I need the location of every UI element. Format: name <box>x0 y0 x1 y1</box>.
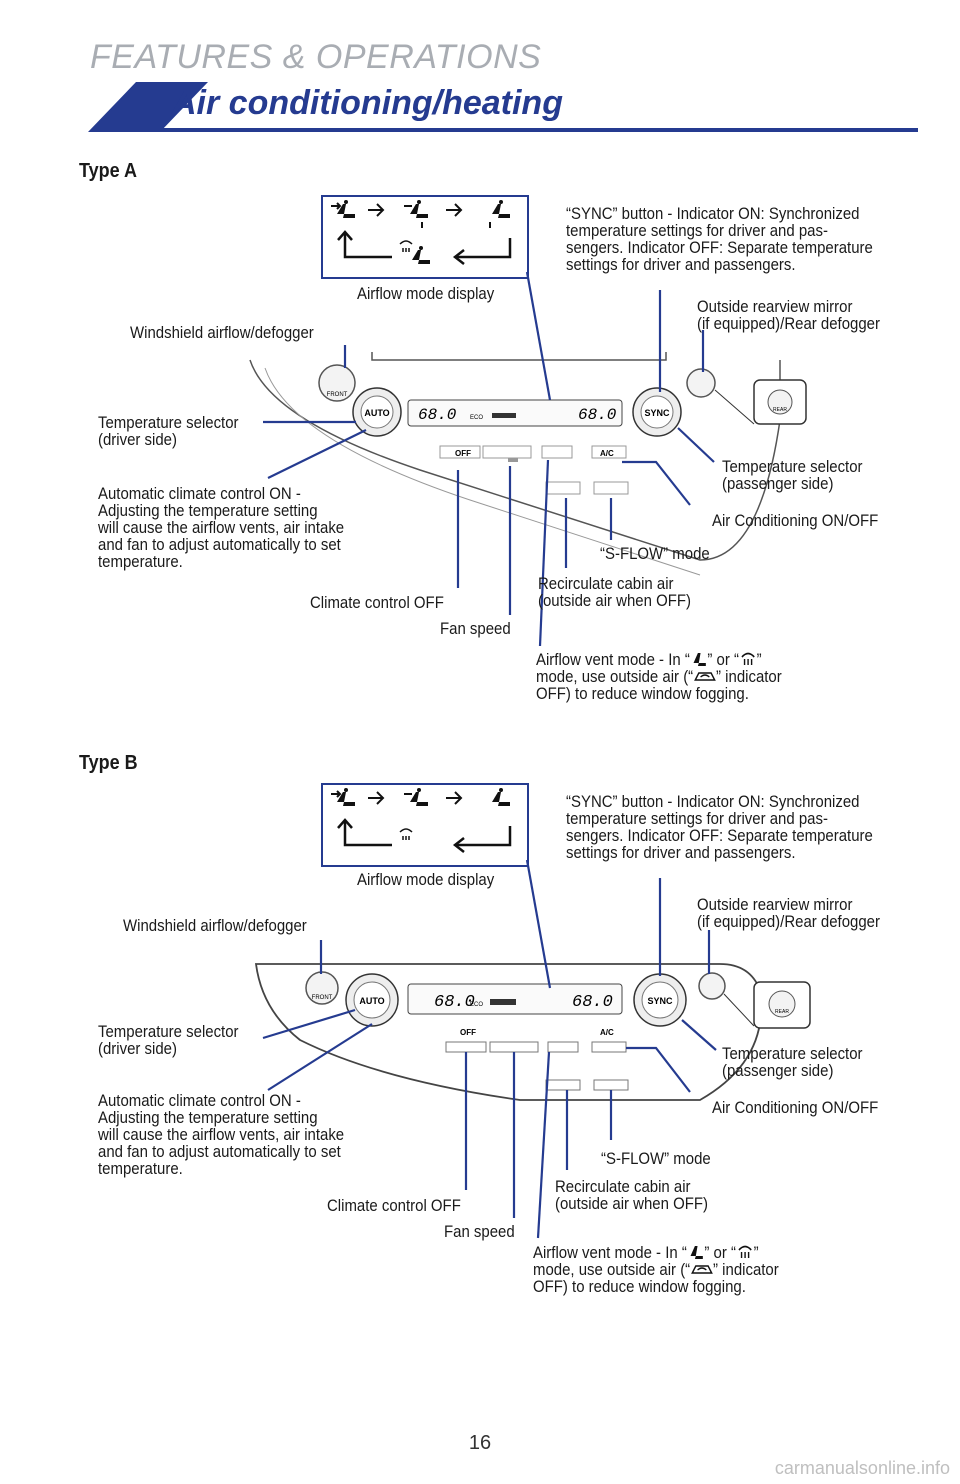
windshield-label-b: Windshield airflow/defogger <box>123 916 307 935</box>
mirror-label-b: Outside rearview mirror (if equipped)/Re… <box>697 895 880 931</box>
fan-label-b: Fan speed <box>444 1222 515 1241</box>
airflow-mode-display-b <box>321 783 529 867</box>
windshield-label-a: Windshield airflow/defogger <box>130 323 314 342</box>
type-b-label: Type B <box>79 752 138 774</box>
arrow-icon <box>446 203 463 217</box>
rear-defog-knob <box>686 368 716 398</box>
svg-text:68.0: 68.0 <box>572 993 613 1012</box>
type-a-label: Type A <box>79 160 138 182</box>
control-panel-a: FRONT AUTO 68.0 ECO 68.0 SYNC REAR OFF A… <box>249 352 807 576</box>
airflow-feet-icon <box>693 653 706 666</box>
sflow-label-b: “S-FLOW” mode <box>601 1149 711 1168</box>
airflow-feet-icon <box>690 1246 703 1259</box>
sync-description-a: “SYNC” button - Indicator ON: Synchroniz… <box>566 204 873 274</box>
arrow-icon <box>446 791 463 805</box>
front-label: FRONT <box>327 392 348 398</box>
airflow-display-label-a: Airflow mode display <box>357 284 495 303</box>
auto-label: AUTO <box>364 408 389 418</box>
svg-text:A/C: A/C <box>600 1028 614 1037</box>
outside-air-icon <box>690 1265 713 1274</box>
airflow-mode-display-a <box>321 195 529 279</box>
page-title-bar: Air conditioning/heating <box>88 82 918 132</box>
callout-lines-a <box>263 271 715 647</box>
svg-text:REAR: REAR <box>775 1009 789 1015</box>
airflow-face-icon <box>331 788 355 806</box>
ac-label-b: Air Conditioning ON/OFF <box>712 1098 879 1117</box>
vent-mode-label-b: Airflow vent mode - In “” or “” mode, us… <box>533 1243 779 1296</box>
ac-label-a: Air Conditioning ON/OFF <box>712 511 879 530</box>
svg-text:ECO: ECO <box>470 1002 483 1008</box>
control-panel-b: FRONT AUTO 68.0 ECO 68.0 SYNC REAR OFF A… <box>254 963 811 1101</box>
sflow-label-a: “S-FLOW” mode <box>600 544 710 563</box>
recirc-label-b: Recirculate cabin air (outside air when … <box>555 1177 708 1213</box>
svg-text:OFF: OFF <box>455 449 471 458</box>
sync-description-b: “SYNC” button - Indicator ON: Synchroniz… <box>566 792 873 862</box>
svg-text:REAR: REAR <box>773 407 787 413</box>
airflow-face-icon <box>331 200 355 218</box>
airflow-defrost-feet-icon <box>399 828 413 840</box>
airflow-feet-icon <box>489 200 510 228</box>
off-label-a: Climate control OFF <box>310 593 444 612</box>
svg-text:FRONT: FRONT <box>312 995 333 1001</box>
temp-passenger-label-a: Temperature selector (passenger side) <box>722 457 863 493</box>
sync-label: SYNC <box>644 408 670 418</box>
arrow-icon <box>368 203 385 217</box>
temp-passenger-label-b: Temperature selector (passenger side) <box>722 1044 863 1080</box>
watermark: carmanualsonline.info <box>774 1458 950 1478</box>
page-number: 16 <box>468 1432 492 1454</box>
airflow-display-label-b: Airflow mode display <box>357 870 495 889</box>
vent-mode-label-a: Airflow vent mode - In “” or “” mode, us… <box>536 650 782 703</box>
svg-text:AUTO: AUTO <box>359 996 384 1006</box>
auto-label-a: Automatic climate control ON - Adjusting… <box>98 484 345 571</box>
fan-label-a: Fan speed <box>440 619 511 638</box>
defrost-feet-icon <box>741 652 755 665</box>
svg-text:68.0: 68.0 <box>434 993 475 1012</box>
outside-air-icon <box>693 672 716 681</box>
temp-driver-label-a: Temperature selector (driver side) <box>98 413 239 449</box>
title-rule <box>148 128 918 132</box>
svg-text:ECO: ECO <box>470 415 483 421</box>
button-row-a: OFF A/C <box>439 445 629 495</box>
airflow-feet-icon <box>492 788 510 806</box>
auto-label-b: Automatic climate control ON - Adjusting… <box>98 1091 345 1178</box>
display-right-temp: 68.0 <box>578 406 617 424</box>
svg-text:A/C: A/C <box>600 449 614 458</box>
section-title: FEATURES & OPERATIONS <box>90 38 542 76</box>
temp-driver-label-b: Temperature selector (driver side) <box>98 1022 239 1058</box>
arrow-icon <box>368 791 385 805</box>
defrost-feet-icon <box>738 1245 752 1258</box>
svg-text:SYNC: SYNC <box>647 996 673 1006</box>
callout-lines-b <box>262 859 717 1239</box>
page-title: Air conditioning/heating <box>172 84 563 122</box>
recirc-label-a: Recirculate cabin air (outside air when … <box>538 574 691 610</box>
off-label-b: Climate control OFF <box>327 1196 461 1215</box>
front-defog-knob <box>318 364 356 402</box>
airflow-bilevel-icon <box>404 200 428 228</box>
return-arrow-left <box>343 233 392 259</box>
svg-text:OFF: OFF <box>460 1028 476 1037</box>
mirror-label-a: Outside rearview mirror (if equipped)/Re… <box>697 297 880 333</box>
airflow-bilevel-icon <box>404 788 428 806</box>
display-left-temp: 68.0 <box>418 406 457 424</box>
return-arrow-right <box>456 238 512 259</box>
airflow-defrost-feet-icon <box>399 240 430 264</box>
